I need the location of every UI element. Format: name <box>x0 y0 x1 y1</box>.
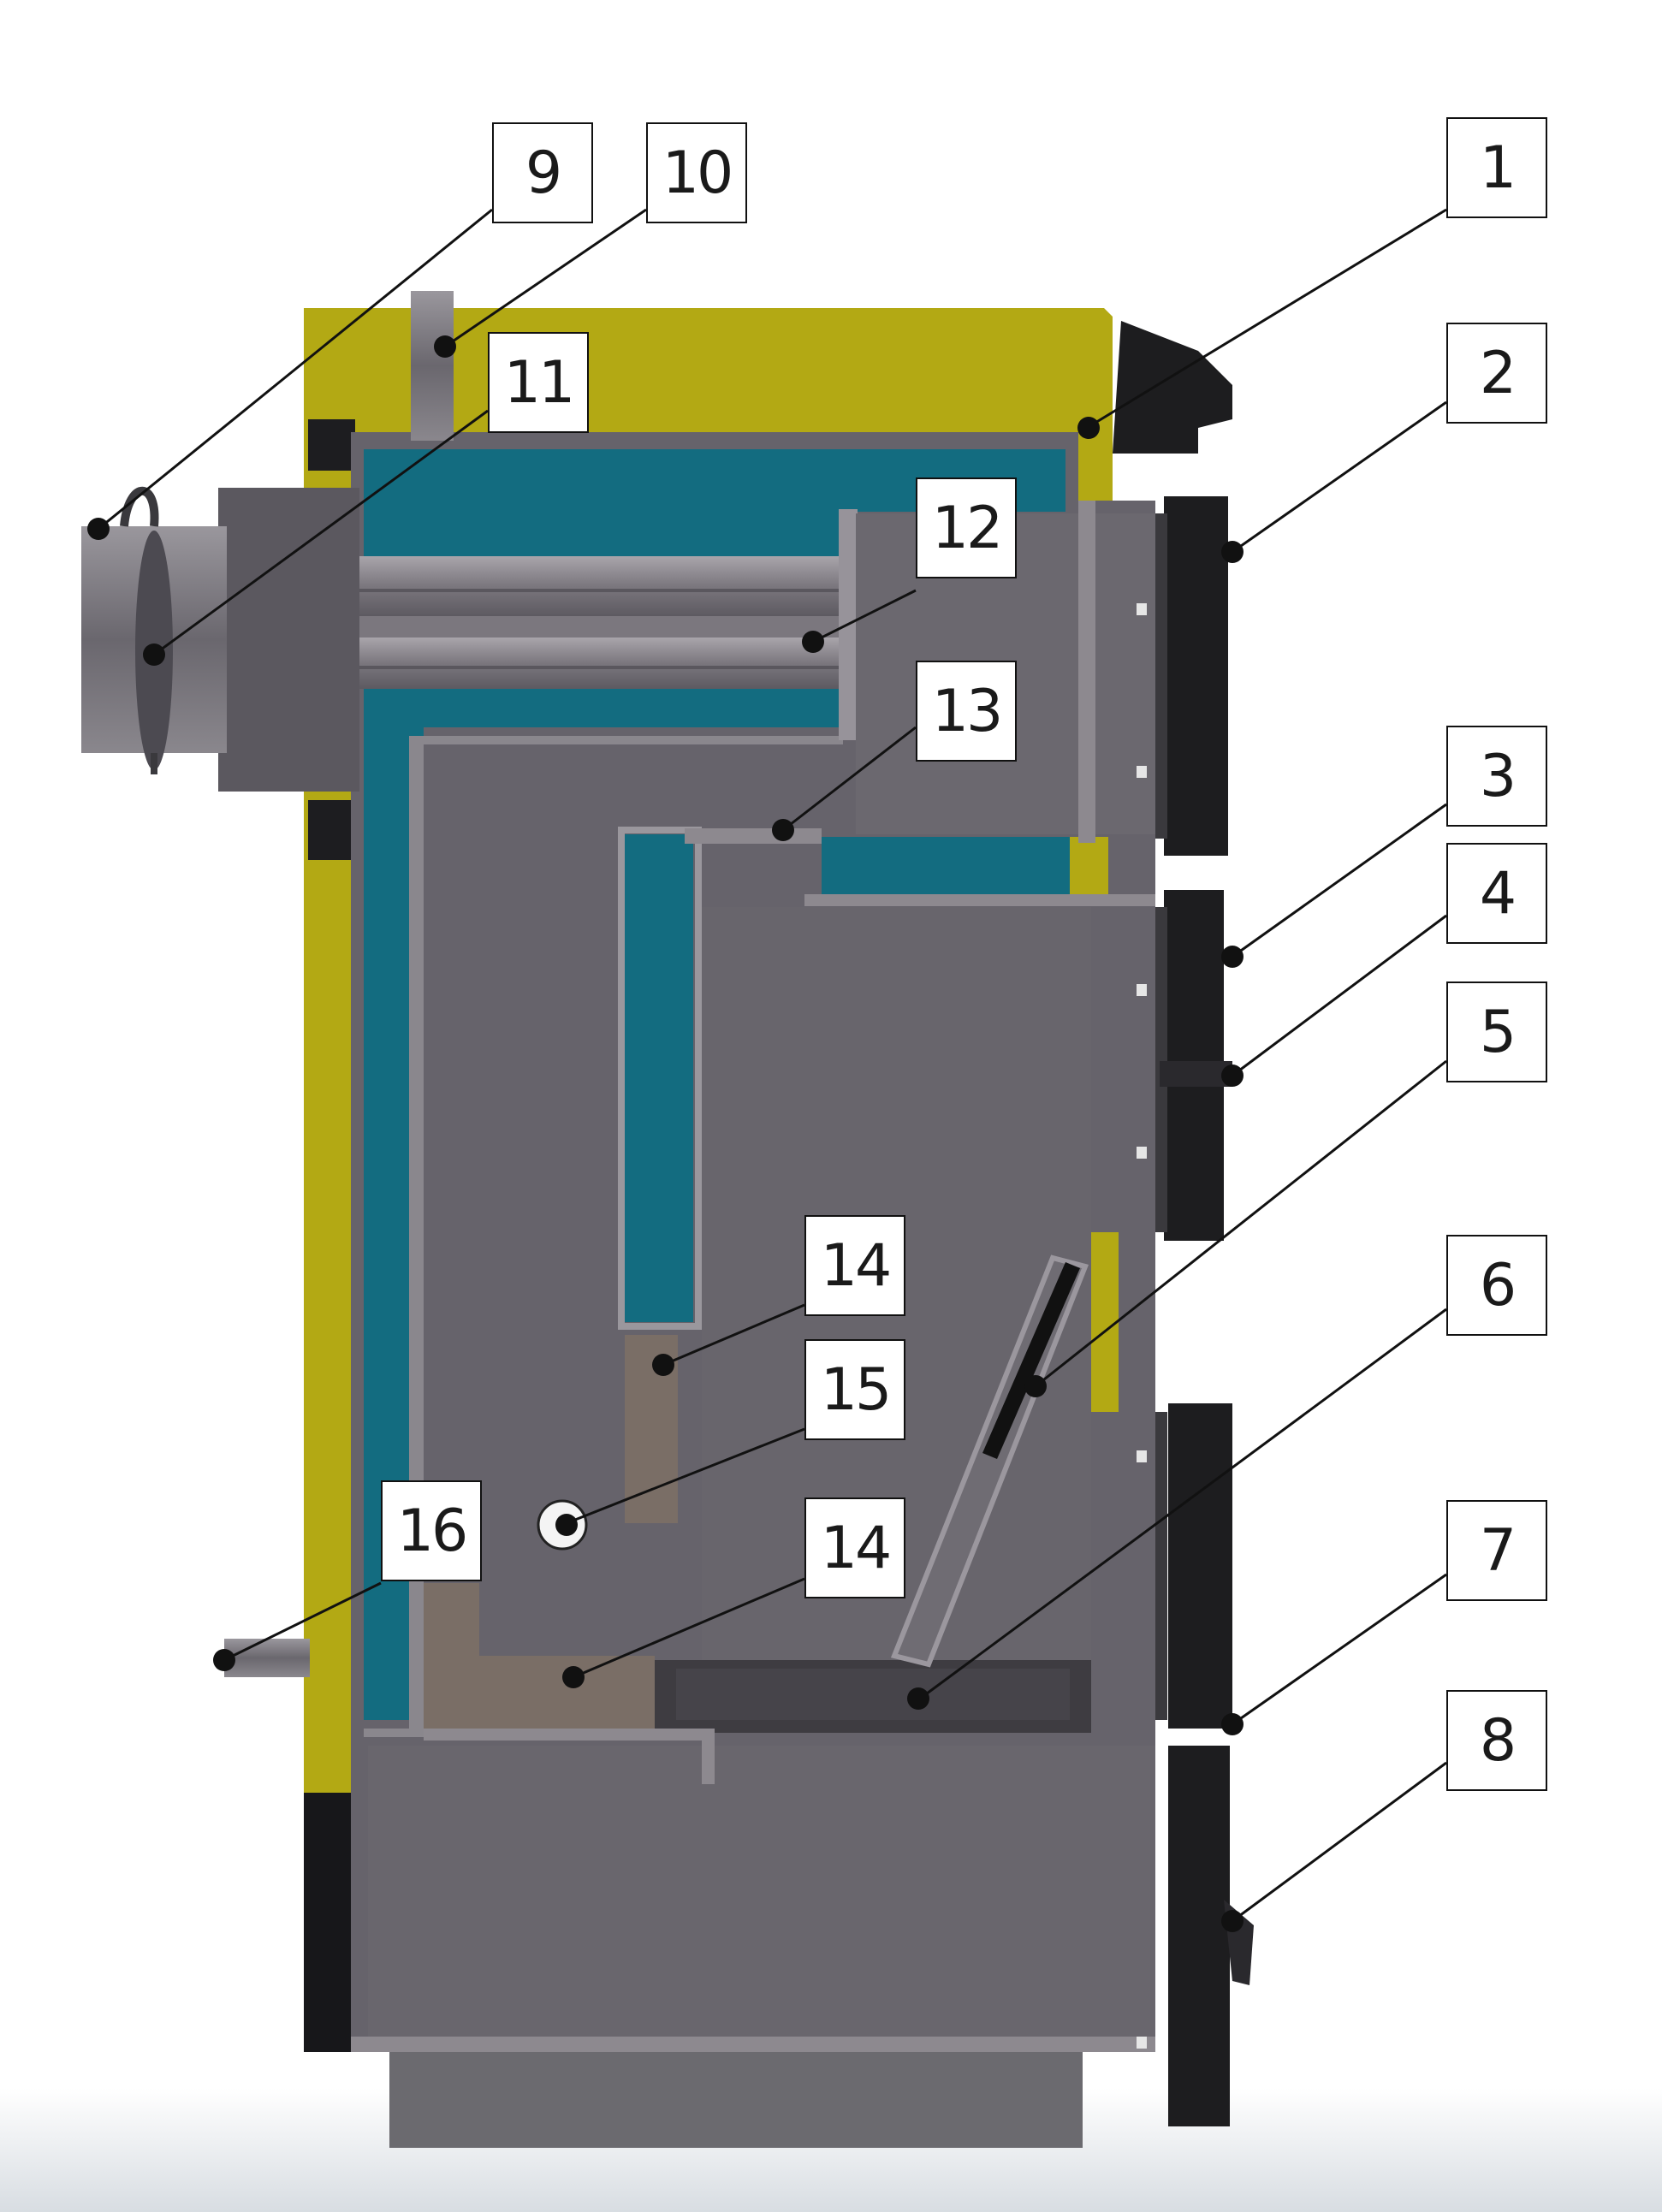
lower-baffle-edge <box>424 1729 715 1741</box>
flue-collar <box>218 488 359 792</box>
callout-10: 10 <box>646 122 747 223</box>
callout-9: 9 <box>492 122 593 223</box>
upper-door <box>1164 496 1228 856</box>
jacket-corner-top <box>308 419 355 471</box>
baffle-top-plate <box>685 828 822 844</box>
top-cover-lid <box>1113 321 1232 454</box>
jacket-yellow-strip-1 <box>1070 837 1108 895</box>
callout-15: 15 <box>804 1339 905 1440</box>
callout-7: 7 <box>1446 1500 1547 1601</box>
callout-5: 5 <box>1446 981 1547 1082</box>
lower-baffle <box>424 1583 655 1729</box>
fire-tube-spacer <box>342 616 847 638</box>
callout-11: 11 <box>488 332 589 433</box>
boiler-base <box>389 2049 1083 2148</box>
callout-13: 13 <box>916 661 1017 762</box>
vertical-baffle-border <box>618 827 702 1330</box>
chamber-divider <box>1078 501 1095 843</box>
callout-12: 12 <box>916 477 1017 578</box>
callout-4: 4 <box>1446 843 1547 944</box>
fire-tube-lower <box>342 638 847 689</box>
ash-chamber-floor <box>351 2037 1155 2052</box>
lower-door-frame <box>1155 1412 1167 1720</box>
grate-handle <box>982 1262 1080 1459</box>
door-hinge-pins <box>1137 603 1147 2049</box>
callout-14-lower: 14 <box>804 1497 905 1598</box>
callout-14-upper: 14 <box>804 1215 905 1316</box>
water-jacket-liner <box>364 736 843 1737</box>
callout-2: 2 <box>1446 323 1547 424</box>
callout-8: 8 <box>1446 1690 1547 1791</box>
leader-lines <box>98 208 1447 1923</box>
lower-door <box>1168 1403 1232 1729</box>
water-jacket-middle <box>822 837 1070 895</box>
callout-dots <box>87 335 1244 1932</box>
damper-handle <box>120 486 159 527</box>
fire-tube-upper <box>342 556 847 616</box>
ash-lip <box>702 1737 715 1784</box>
air-damper <box>1160 1061 1232 1087</box>
ash-tray-inner <box>676 1669 1070 1720</box>
callout-3: 3 <box>1446 726 1547 827</box>
callout-16: 16 <box>381 1480 482 1581</box>
jacket-corner-mid <box>308 800 355 860</box>
callout-1: 1 <box>1446 117 1547 218</box>
vertical-baffle <box>625 834 693 1322</box>
return-pipe <box>224 1639 310 1677</box>
ash-chamber <box>368 1746 1155 2041</box>
callout-6: 6 <box>1446 1235 1547 1336</box>
ash-door <box>1168 1746 1230 2126</box>
upper-door-frame <box>1155 513 1167 839</box>
jacket-yellow-strip-2 <box>1091 1232 1119 1412</box>
supply-pipe <box>411 291 454 441</box>
middle-shelf <box>804 894 1155 906</box>
